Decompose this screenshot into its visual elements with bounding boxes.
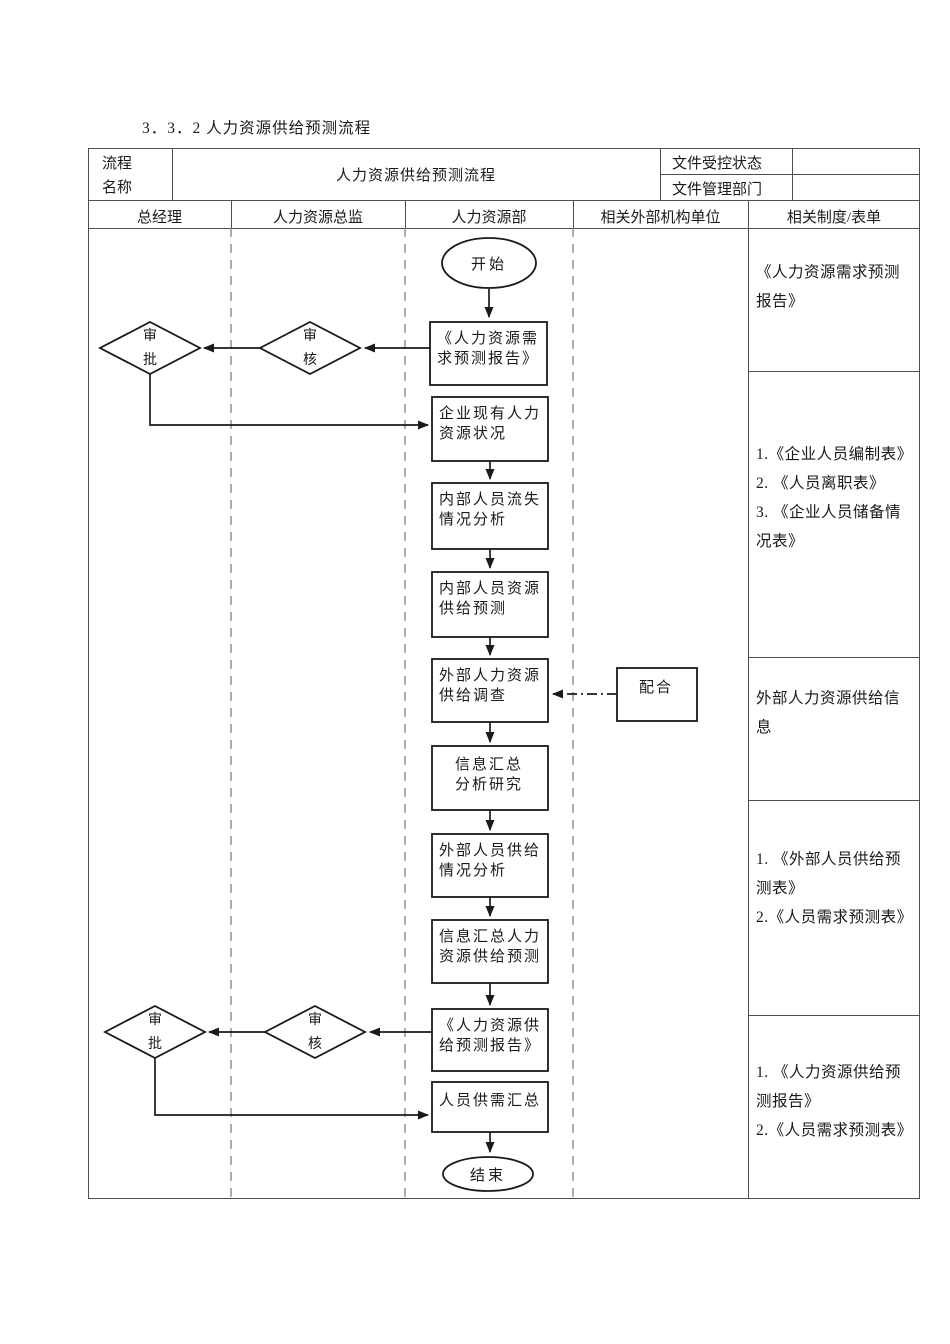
- table-border-right: [919, 148, 920, 1199]
- table-border-bottom: [88, 1198, 920, 1199]
- table-line: [172, 148, 173, 200]
- start-label: 开始: [470, 257, 507, 273]
- table-line: [748, 200, 749, 228]
- info-summary-label: 信息汇总 分析研究: [454, 757, 523, 793]
- supply-report-label: 《人力资源供 给预测报告》: [439, 1018, 542, 1054]
- end-label: 结束: [469, 1168, 506, 1184]
- internal-supply-label: 内部人员资源 供给预测: [439, 581, 542, 617]
- approve1-label: 审 批: [143, 329, 157, 368]
- lane-header-hr-department: 人力资源部: [451, 210, 527, 226]
- table-border-top: [88, 148, 920, 149]
- external-survey-label: 外部人力资源 供给调查: [439, 668, 542, 704]
- table-line: [573, 200, 574, 228]
- forms-row-divider: [748, 371, 920, 372]
- note-personnel-tables: 1.《企业人员编制表》 2. 《人员离职表》 3. 《企业人员储备情 况表》: [756, 446, 913, 550]
- connector-approve2-to-supply-demand: [154, 1058, 429, 1120]
- table-border-left: [88, 148, 89, 1199]
- note-external-supply-info: 外部人力资源供给信 息: [756, 690, 901, 736]
- note-supply-forecast-tables: 1. 《人力资源供给预 测报告》 2.《人员需求预测表》: [756, 1064, 913, 1139]
- review1-label: 审 核: [303, 329, 317, 368]
- review2-label: 审 核: [308, 1013, 322, 1052]
- cooperate-label: 配合: [638, 680, 673, 696]
- controlled-status-label: 文件受控状态: [672, 156, 763, 172]
- lane-header-external-org: 相关外部机构单位: [600, 210, 721, 226]
- internal-turnover-label: 内部人员流失 情况分析: [439, 492, 542, 528]
- summary-forecast-label: 信息汇总人力 资源供给预测: [439, 929, 542, 965]
- note-external-forecast-tables: 1. 《外部人员供给预 测表》 2.《人员需求预测表》: [756, 851, 913, 926]
- table-line: [660, 148, 661, 200]
- current-hr-status-label: 企业现有人力 资源状况: [439, 406, 542, 442]
- lane-header-forms: 相关制度/表单: [786, 210, 882, 226]
- demand-report-label: 《人力资源需 求预测报告》: [437, 331, 540, 367]
- table-line: [792, 148, 793, 200]
- table-line: [405, 200, 406, 228]
- connector-approve1-to-current-status: [149, 374, 429, 430]
- external-analysis-label: 外部人员供给 情况分析: [439, 843, 542, 879]
- table-line: [88, 228, 920, 229]
- note-demand-report: 《人力资源需求预测 报告》: [756, 264, 901, 310]
- managing-dept-label: 文件管理部门: [672, 182, 763, 198]
- forms-column-divider: [748, 228, 749, 1199]
- lane-header-general-manager: 总经理: [136, 210, 182, 226]
- table-line: [660, 174, 920, 175]
- approve2-label: 审 批: [148, 1013, 162, 1052]
- section-heading: 3．3．2 人力资源供给预测流程: [142, 120, 372, 137]
- table-line: [231, 200, 232, 228]
- lane-header-hr-director: 人力资源总监: [272, 210, 363, 226]
- process-name-value: 人力资源供给预测流程: [335, 168, 496, 184]
- table-line: [88, 200, 920, 201]
- supply-demand-label: 人员供需汇总: [439, 1093, 542, 1109]
- forms-row-divider: [748, 657, 920, 658]
- process-name-label: 流程 名称: [102, 156, 133, 196]
- forms-row-divider: [748, 1015, 920, 1016]
- forms-row-divider: [748, 800, 920, 801]
